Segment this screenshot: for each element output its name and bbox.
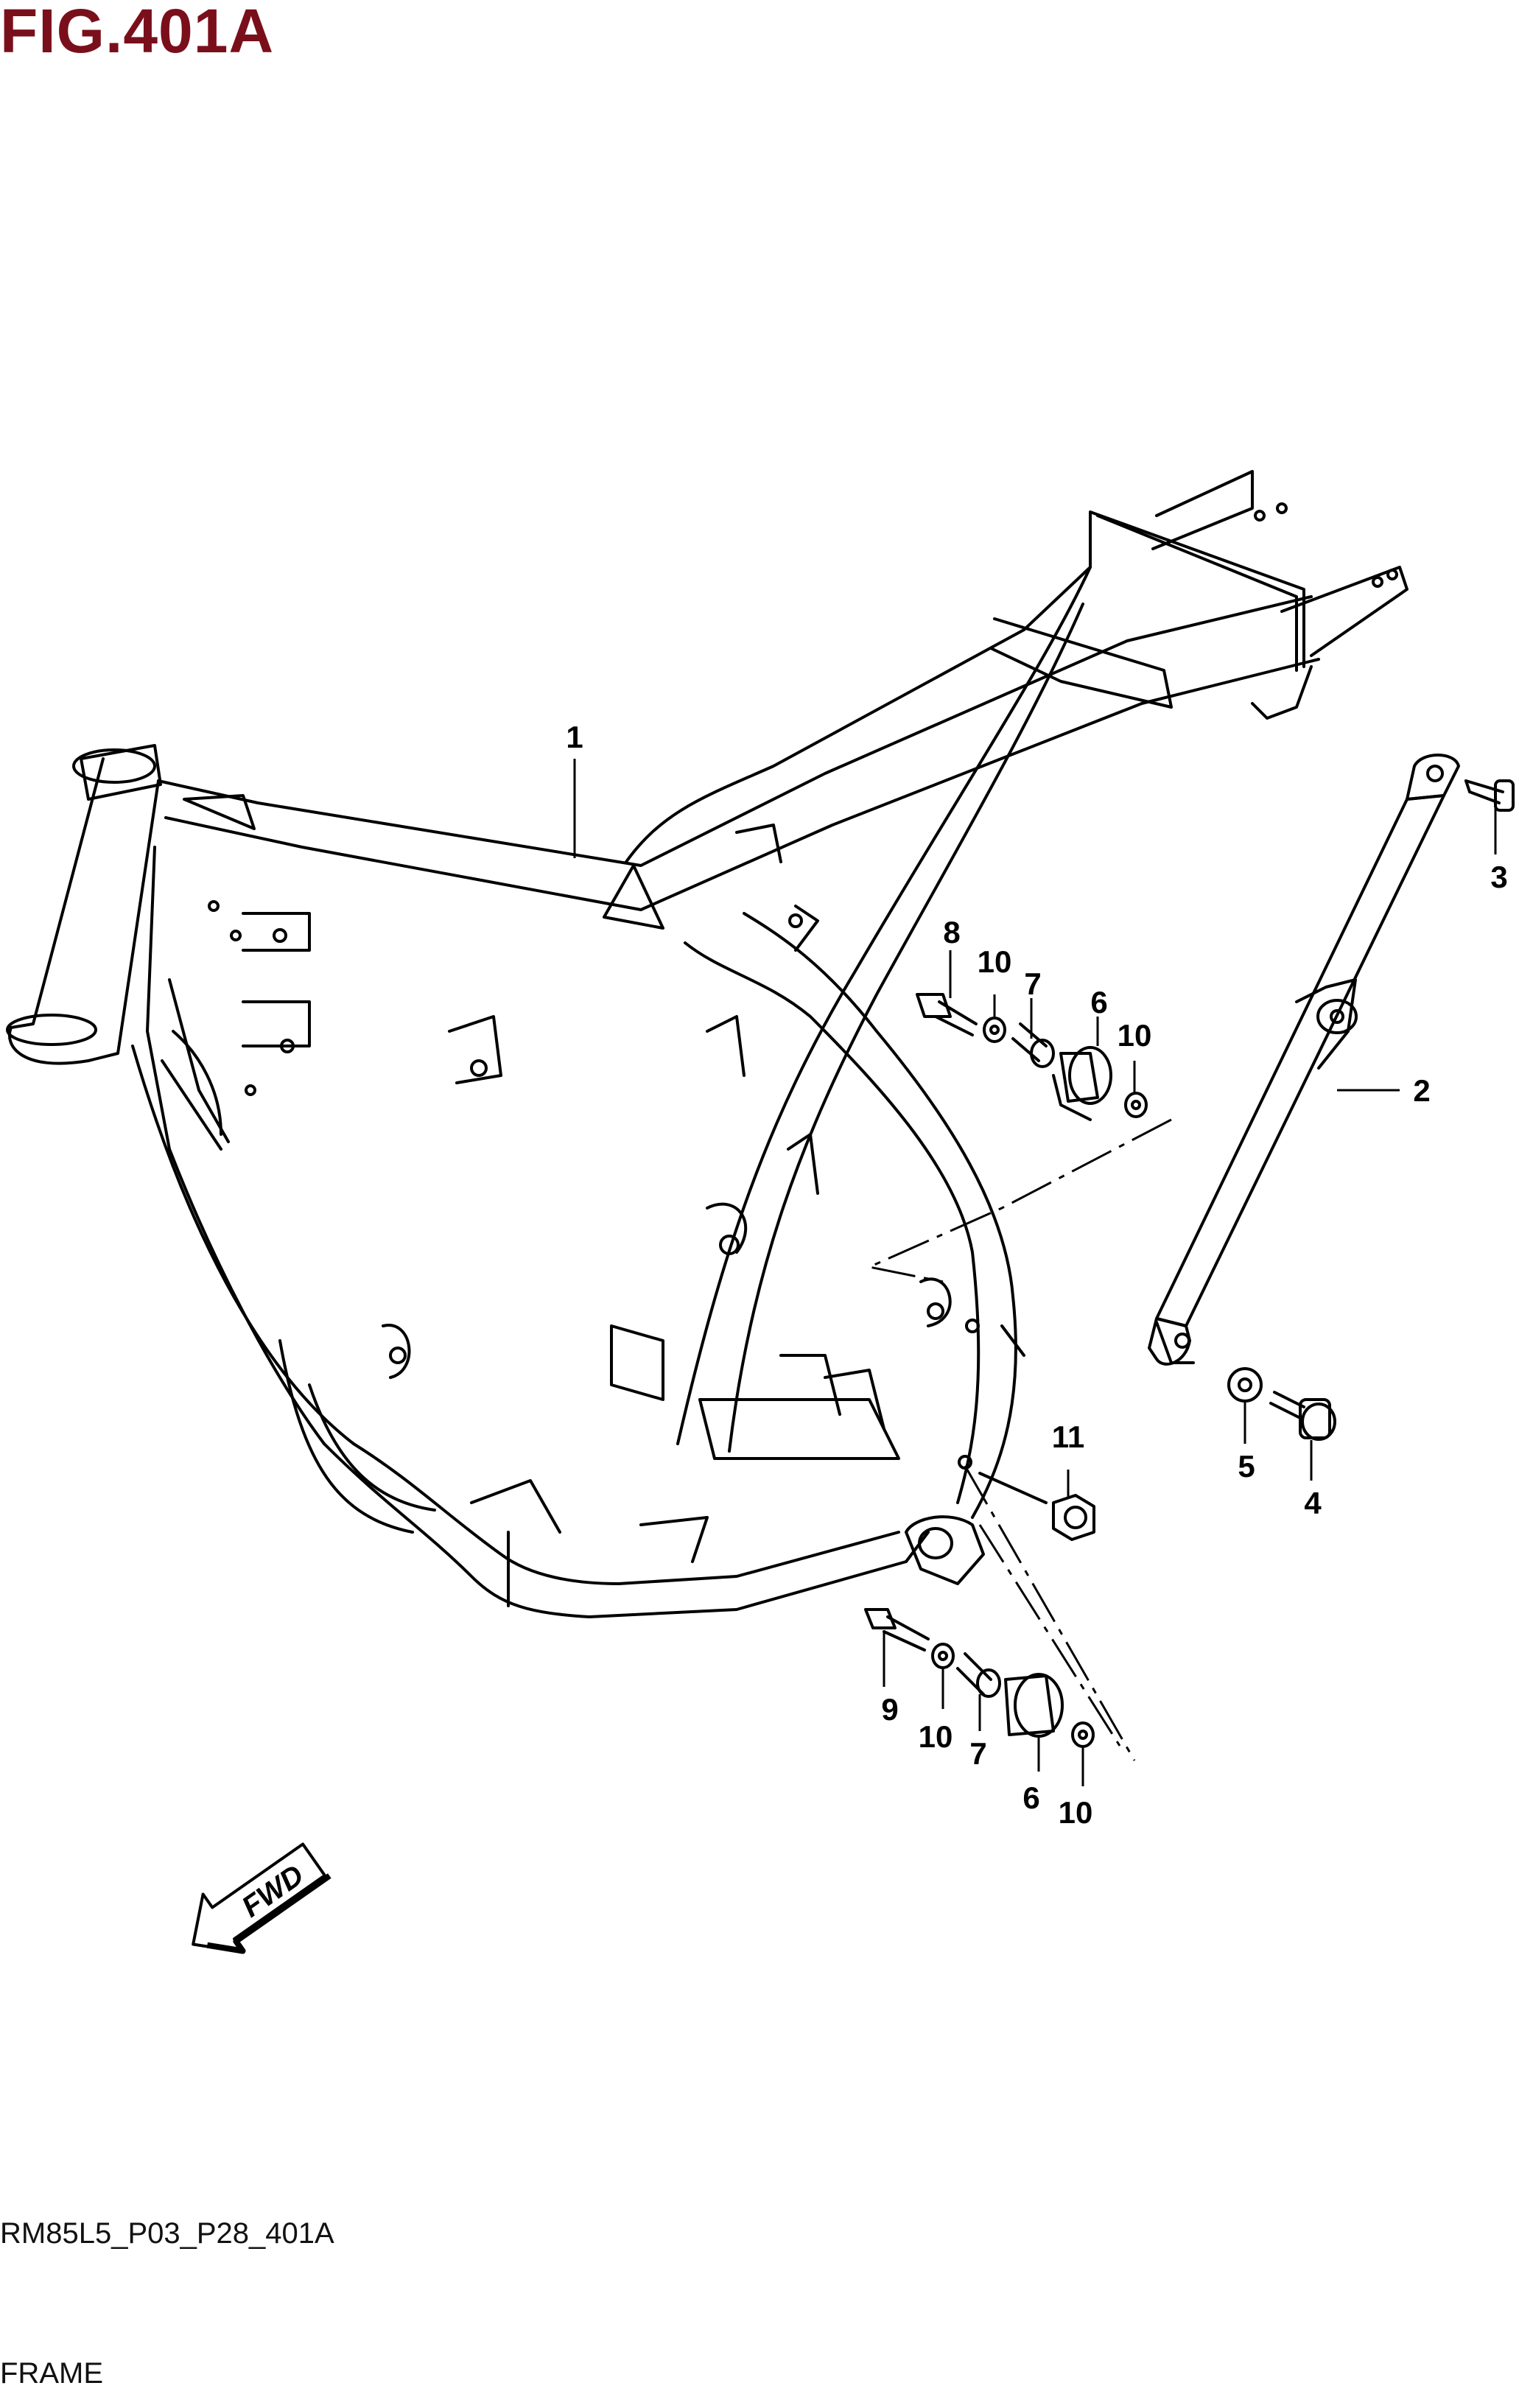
callout-4: 4 (1304, 1486, 1322, 1520)
alignment-lines (866, 1118, 1172, 1761)
fwd-arrow-icon: FWD (192, 1842, 331, 1954)
callout-10-lower-left: 10 (919, 1719, 953, 1754)
callout-6-lower: 6 (1022, 1780, 1039, 1815)
callout-6-upper: 6 (1090, 985, 1107, 1019)
engine-mount-bracket (905, 1515, 985, 1585)
figure-title: FIG.401A (0, 0, 275, 66)
callout-10-upper-left: 10 (978, 944, 1012, 979)
diagram-code: RM85L5_P03_P28_401A (0, 2217, 334, 2250)
diagram-name: FRAME (0, 2357, 103, 2390)
callout-9: 9 (881, 1692, 898, 1727)
callout-10-lower-right: 10 (1059, 1795, 1093, 1830)
callout-numbers: 1 2 3 4 5 6 6 7 7 8 9 10 10 10 10 11 (566, 720, 1507, 1830)
nut-11 (978, 1472, 1095, 1541)
bolt-4 (1269, 1391, 1336, 1441)
callout-11: 11 (1052, 1419, 1084, 1454)
rear-brace (1148, 754, 1460, 1366)
callout-2: 2 (1413, 1073, 1430, 1108)
callout-7-lower: 7 (969, 1736, 986, 1771)
callout-8: 8 (943, 915, 960, 949)
bolt-3 (1464, 779, 1515, 812)
washer-5 (1227, 1367, 1263, 1403)
main-frame (6, 470, 1409, 1618)
callout-5: 5 (1238, 1449, 1255, 1484)
callout-10-upper-right: 10 (1118, 1018, 1152, 1053)
leader-lines (573, 759, 1497, 1786)
upper-mount-hardware (916, 993, 1148, 1121)
callout-1: 1 (566, 720, 583, 754)
callout-3: 3 (1490, 860, 1507, 894)
callout-7-upper: 7 (1024, 966, 1041, 1001)
